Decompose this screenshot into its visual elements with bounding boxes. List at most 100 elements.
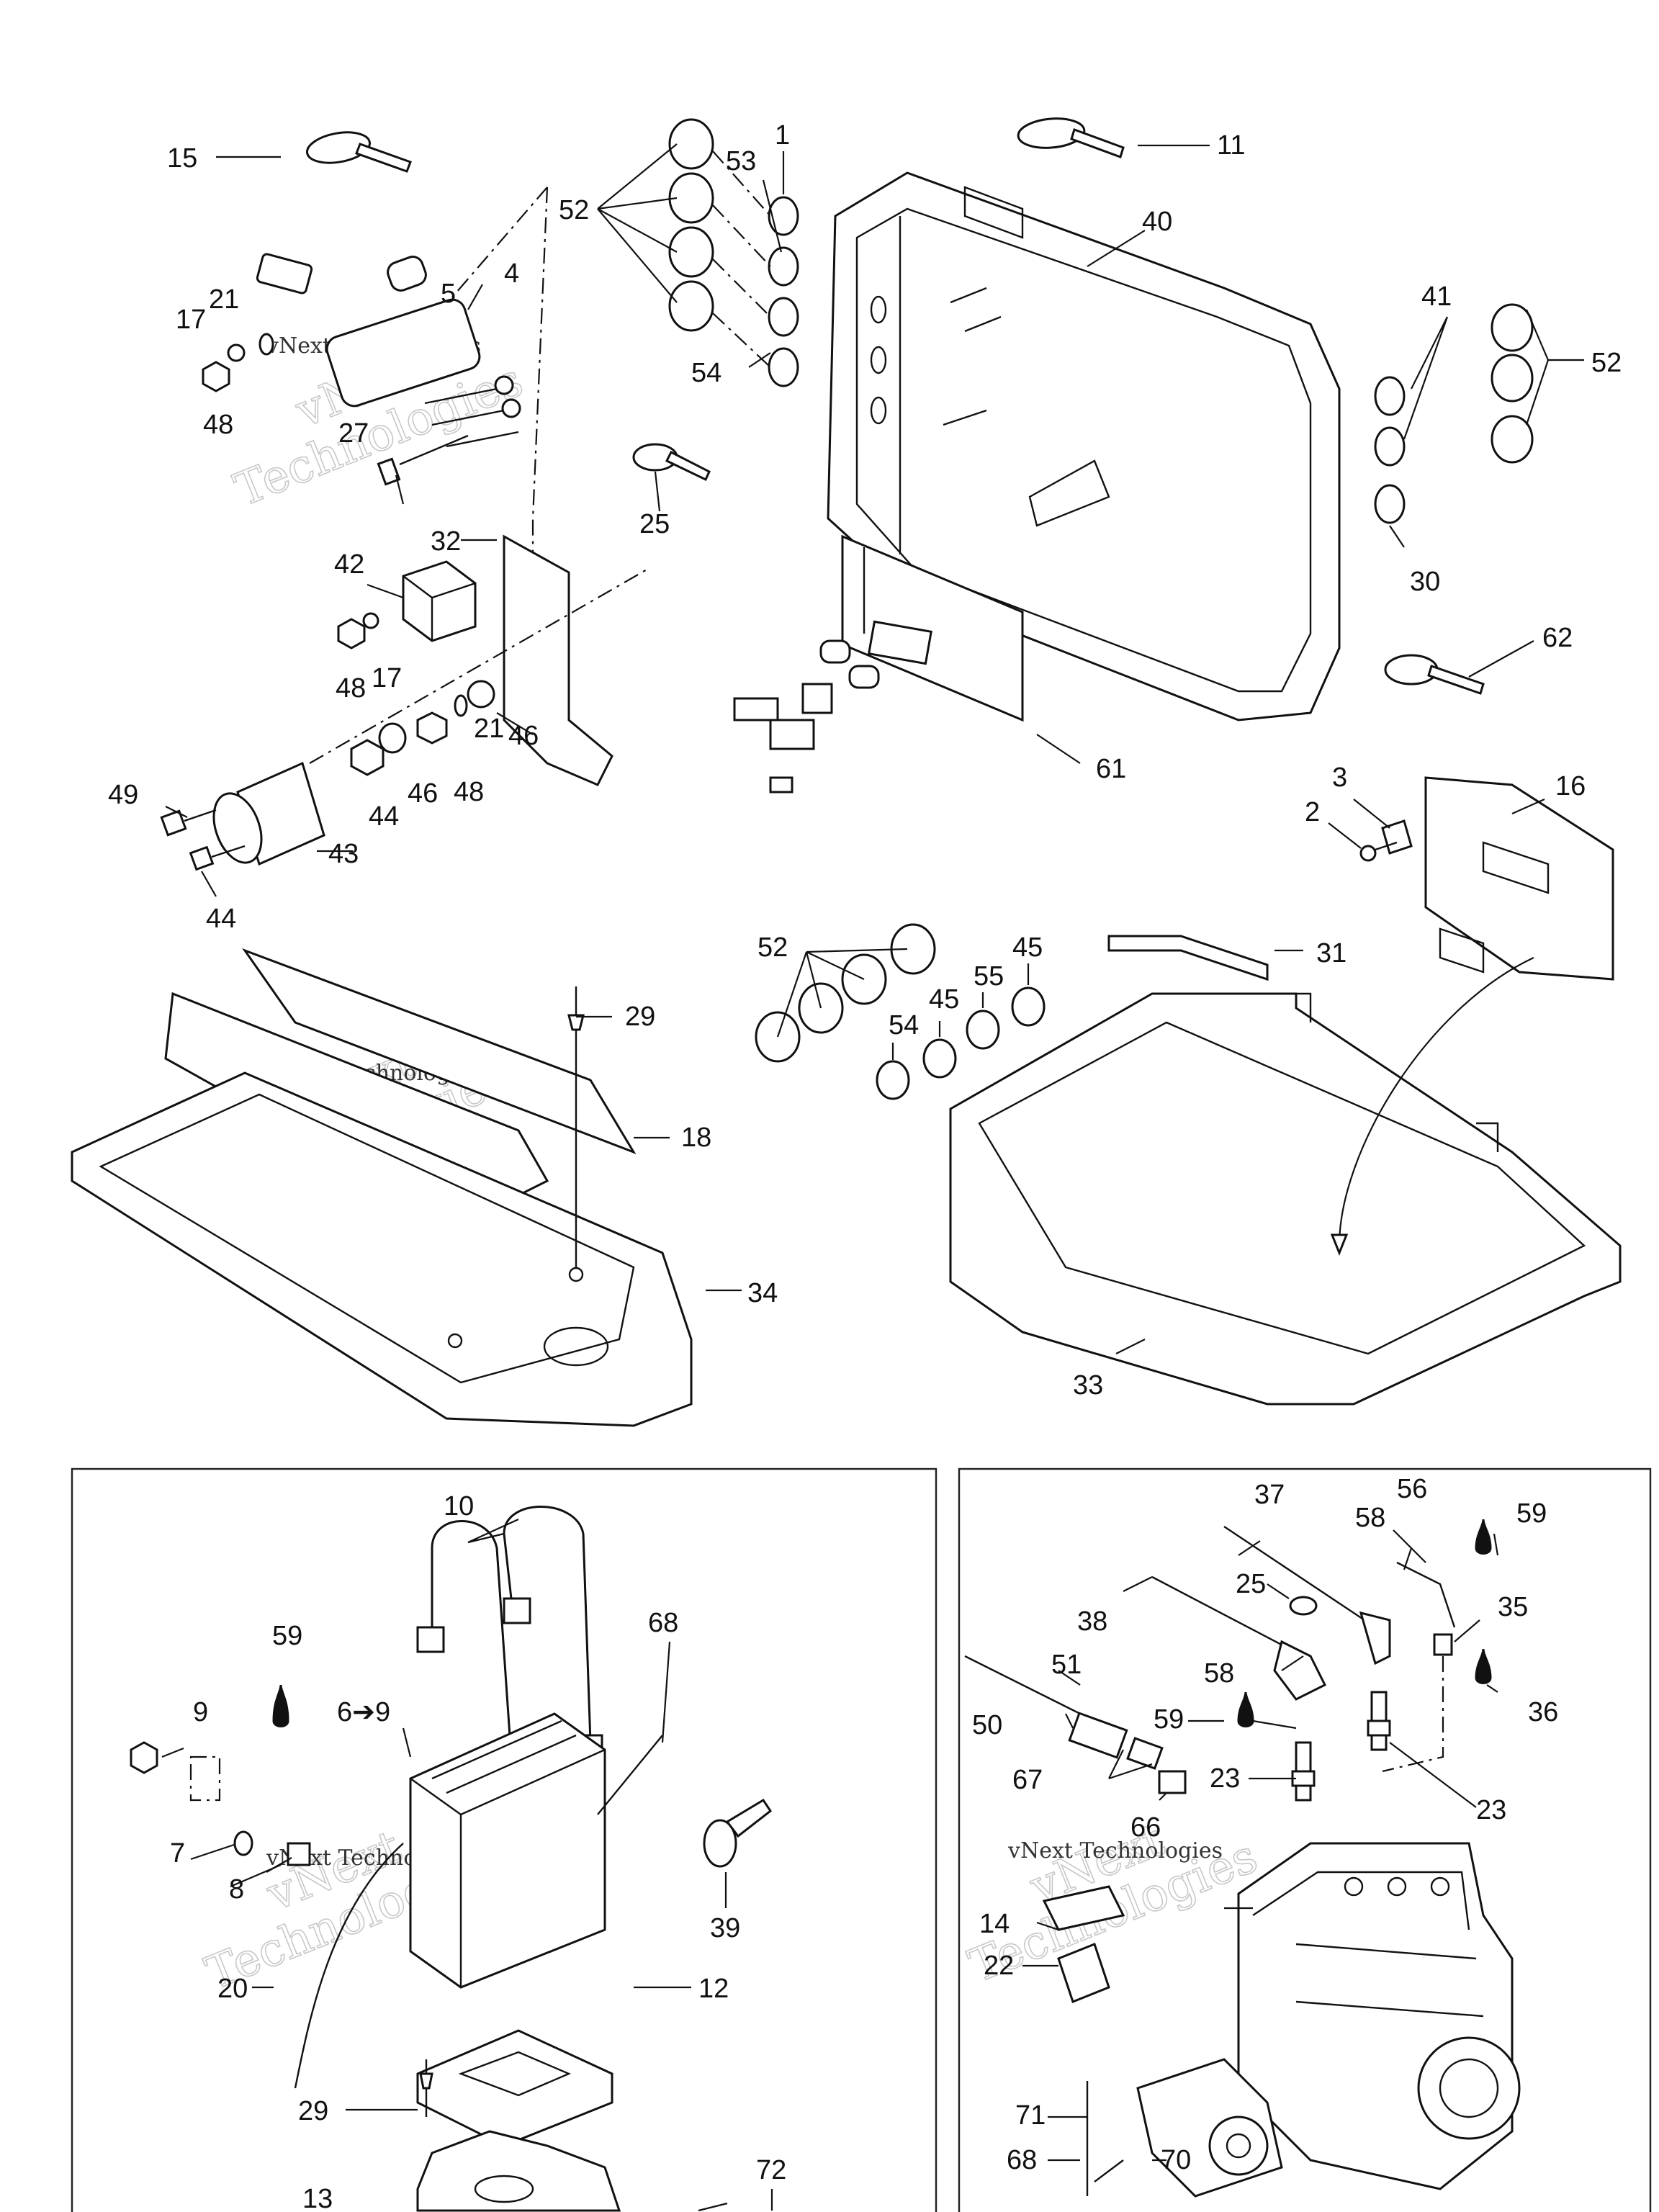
callout-20: 20	[217, 1974, 248, 2004]
tray-12	[416, 2029, 613, 2147]
callout-34: 34	[747, 1278, 778, 1308]
engine-panel	[958, 1467, 1652, 2212]
callout-59: 59	[1154, 1704, 1184, 1735]
oil-drop-icon	[1475, 1648, 1492, 1684]
callout-68: 68	[1007, 2145, 1037, 2175]
wire-68	[1094, 2159, 1124, 2182]
grommet-45	[922, 1038, 957, 1079]
elbow-39	[703, 1798, 773, 1868]
spark-plug-cap-58b	[1273, 1640, 1327, 1701]
cable-tie-15	[306, 131, 412, 173]
lower-box-assembly	[755, 776, 1622, 1406]
bracket-32	[503, 534, 613, 786]
relay-42	[402, 560, 477, 642]
module-16	[1424, 776, 1614, 981]
engine-assembly	[964, 1519, 1521, 2198]
tray-assembly	[71, 948, 693, 1427]
terminal-9	[189, 1755, 221, 1802]
washer-46	[467, 680, 495, 709]
callout-6-9: 6➔9	[337, 1697, 390, 1727]
grommet-55	[966, 1010, 1000, 1050]
callout-35: 35	[1498, 1592, 1528, 1622]
callout-11: 11	[1217, 130, 1245, 161]
callout-1: 1	[775, 120, 790, 150]
support-13	[416, 2130, 621, 2212]
callout-48: 48	[336, 673, 366, 703]
grommet-54	[876, 1060, 910, 1100]
callout-54: 54	[889, 1010, 919, 1040]
callout-38: 38	[1077, 1606, 1107, 1637]
callout-13: 13	[302, 2184, 333, 2212]
solenoid-4	[325, 298, 521, 448]
callout-52: 52	[1591, 348, 1622, 378]
battery-assembly	[130, 1506, 773, 2212]
callout-8: 8	[229, 1874, 244, 1905]
pin-29	[419, 2059, 433, 2117]
oil-drop-icon	[1237, 1691, 1254, 1727]
connector-housing	[256, 253, 313, 295]
pin-29	[567, 986, 585, 1267]
part-72	[698, 2202, 728, 2212]
callout-44: 44	[206, 904, 236, 934]
callout-17: 17	[176, 305, 206, 335]
callout-17: 17	[372, 663, 402, 693]
callout-67: 67	[1012, 1765, 1043, 1795]
callout-56: 56	[1397, 1474, 1427, 1504]
fitting-35	[1433, 1633, 1453, 1656]
grommet-54	[768, 347, 799, 387]
clip-25	[1289, 1596, 1318, 1616]
callout-44: 44	[369, 801, 399, 832]
connector-67	[1068, 1712, 1164, 1770]
callout-51: 51	[1051, 1650, 1082, 1680]
callout-66: 66	[1130, 1812, 1161, 1843]
pad-18-upper	[241, 948, 637, 1154]
oil-drop-icon	[1475, 1519, 1492, 1555]
grommet-53	[768, 246, 799, 287]
callout-68: 68	[648, 1608, 678, 1638]
grommet-30	[1374, 484, 1406, 524]
cable-tie-25	[632, 443, 711, 482]
callout-31: 31	[1316, 938, 1346, 968]
callout-50: 50	[972, 1710, 1002, 1740]
clamp-14	[1042, 1885, 1125, 1931]
cable-20	[294, 1843, 404, 2089]
callout-labels: 15 11 1 53 52 40 41 52 54 30 25 62 61 4 …	[108, 120, 1622, 2212]
callout-39: 39	[710, 1913, 740, 1943]
callout-5: 5	[441, 279, 456, 309]
callout-15: 15	[167, 143, 197, 174]
tray-34	[71, 1071, 693, 1427]
callout-62: 62	[1542, 623, 1573, 653]
callout-48: 48	[203, 410, 233, 440]
washer-46	[378, 722, 407, 754]
starter-motor-70	[1136, 2058, 1283, 2198]
callout-59: 59	[272, 1621, 302, 1651]
callout-45: 45	[929, 984, 959, 1015]
electrical-box-assembly	[632, 117, 1534, 793]
callout-2: 2	[1305, 797, 1320, 827]
callout-54: 54	[691, 358, 721, 388]
grommet-5	[387, 256, 427, 292]
callout-49: 49	[108, 780, 138, 810]
callout-29: 29	[298, 2096, 328, 2126]
callout-16: 16	[1555, 771, 1586, 801]
callout-43: 43	[328, 839, 359, 869]
callout-33: 33	[1073, 1370, 1103, 1401]
starter-solenoid-43	[212, 761, 325, 866]
grommet-41	[1374, 426, 1406, 467]
callout-12: 12	[698, 1974, 729, 2004]
callout-36: 36	[1528, 1697, 1558, 1727]
fuse-connectors	[733, 620, 932, 793]
callout-27: 27	[338, 418, 369, 449]
washer-21	[258, 333, 274, 356]
callout-37: 37	[1254, 1480, 1285, 1510]
control-module-61	[841, 534, 1024, 722]
screw-2	[1359, 841, 1398, 862]
callout-3: 3	[1332, 763, 1347, 793]
grommet-45	[1011, 986, 1046, 1027]
washer-7	[233, 1830, 253, 1856]
wire-50	[964, 1655, 1081, 1715]
battery-6	[409, 1712, 606, 1989]
vent-tube-68	[597, 1735, 663, 1815]
wire-38	[1151, 1575, 1304, 1658]
